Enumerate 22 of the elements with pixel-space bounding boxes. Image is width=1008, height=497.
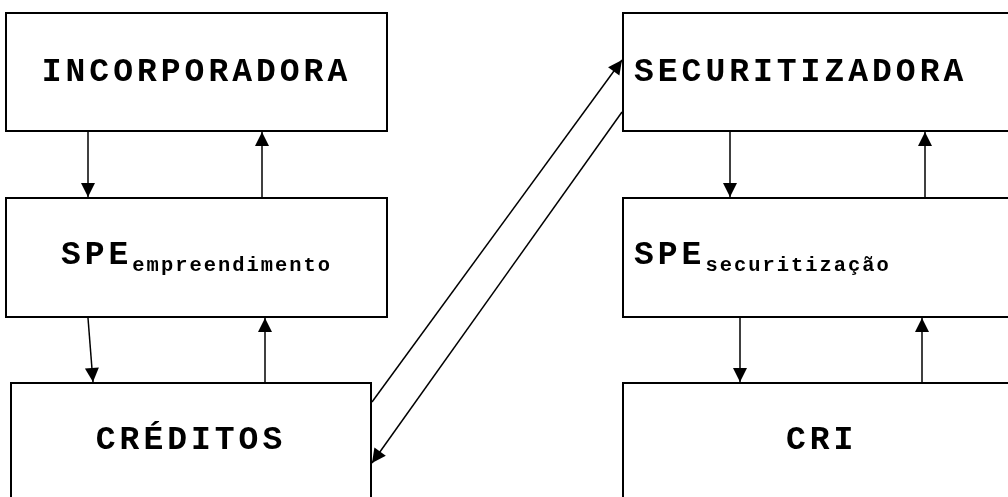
arrow (723, 131, 737, 198)
box-label: INCORPORADORA (41, 53, 352, 91)
arrow (81, 131, 95, 198)
arrow (371, 111, 623, 464)
arrow (255, 131, 269, 198)
process-box (10, 382, 372, 497)
arrow (84, 317, 99, 383)
process-box (5, 197, 388, 318)
box-label: SPE$_{securitização}$ (634, 237, 891, 278)
arrow (733, 317, 747, 383)
arrow (918, 131, 932, 198)
process-box (5, 12, 388, 132)
arrow (258, 317, 272, 383)
arrow (915, 317, 929, 383)
process-box (622, 12, 1008, 132)
box-label: CRI (786, 422, 858, 459)
box-label: SECURITIZADORA (634, 53, 968, 91)
process-box (622, 197, 1008, 318)
box-label: SPE$_{empreendimento}$ (60, 237, 333, 278)
box-label: CRÉDITOS (95, 422, 287, 459)
arrow (371, 59, 623, 403)
process-box (622, 382, 1008, 497)
